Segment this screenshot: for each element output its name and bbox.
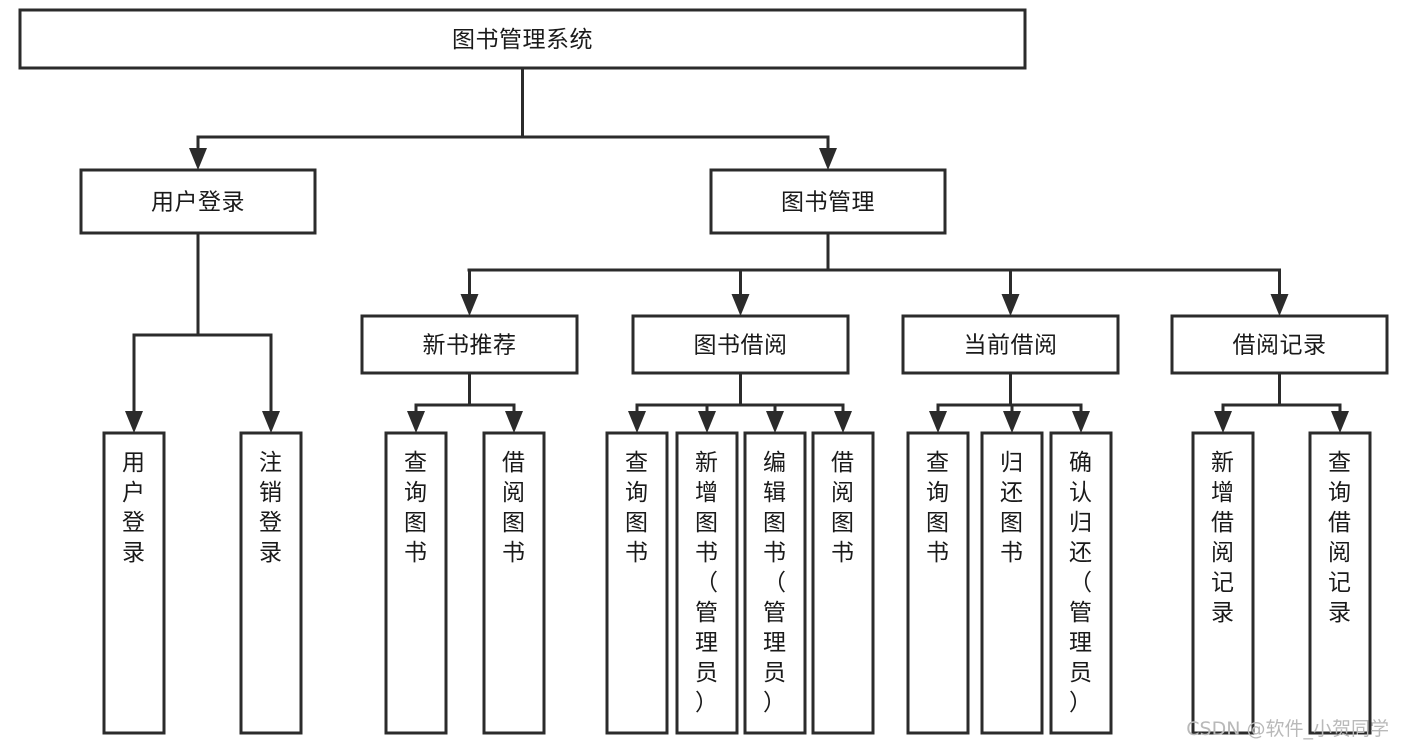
node-label-leaf-11: 确认归还（管理员） [1069, 450, 1093, 716]
node-leaf-7[interactable]: 编辑图书（管理员） [743, 431, 807, 735]
node-box-leaf-2[interactable] [239, 431, 303, 735]
watermark-text: CSDN @软件_小贺同学 [1186, 718, 1389, 740]
node-newbook[interactable]: 新书推荐 [360, 314, 579, 375]
edges-layer [125, 66, 1349, 433]
node-box-leaf-10[interactable] [980, 431, 1044, 735]
node-box-leaf-6[interactable] [675, 431, 739, 735]
node-label-leaf-4: 借阅图书 [502, 450, 526, 566]
arrowhead-icon [262, 411, 280, 433]
node-box-current[interactable] [901, 314, 1120, 375]
node-label-leaf-1: 用户登录 [122, 450, 146, 566]
node-label-leaf-5: 查询图书 [625, 450, 649, 566]
node-bookmgmt[interactable]: 图书管理 [709, 168, 947, 235]
arrowhead-icon [189, 148, 207, 170]
node-leaf-12[interactable]: 新增借阅记录 [1191, 431, 1255, 735]
node-label-records: 借阅记录 [1233, 333, 1327, 359]
node-leaf-9[interactable]: 查询图书 [906, 431, 970, 735]
node-box-leaf-7[interactable] [743, 431, 807, 735]
node-box-bookmgmt[interactable] [709, 168, 947, 235]
node-box-leaf-1[interactable] [102, 431, 166, 735]
node-leaf-2[interactable]: 注销登录 [239, 431, 303, 735]
node-box-leaf-5[interactable] [605, 431, 669, 735]
node-login[interactable]: 用户登录 [79, 168, 317, 235]
node-label-leaf-6: 新增图书（管理员） [695, 450, 719, 716]
arrowhead-icon [834, 411, 852, 433]
arrowhead-icon [1072, 411, 1090, 433]
arrowhead-icon [628, 411, 646, 433]
arrowhead-icon [1214, 411, 1232, 433]
node-box-leaf-12[interactable] [1191, 431, 1255, 735]
node-label-leaf-3: 查询图书 [404, 450, 428, 566]
arrowhead-icon [460, 294, 479, 316]
node-leaf-10[interactable]: 归还图书 [980, 431, 1044, 735]
arrowhead-icon [698, 411, 716, 433]
arrowhead-icon [929, 411, 947, 433]
arrowhead-icon [1003, 411, 1021, 433]
node-label-leaf-13: 查询借阅记录 [1328, 450, 1352, 626]
node-label-newbook: 新书推荐 [423, 333, 517, 359]
node-box-leaf-9[interactable] [906, 431, 970, 735]
node-leaf-1[interactable]: 用户登录 [102, 431, 166, 735]
node-box-leaf-3[interactable] [384, 431, 448, 735]
node-leaf-11[interactable]: 确认归还（管理员） [1049, 431, 1113, 735]
node-label-borrow: 图书借阅 [694, 333, 788, 359]
node-current[interactable]: 当前借阅 [901, 314, 1120, 375]
node-leaf-4[interactable]: 借阅图书 [482, 431, 546, 735]
node-label-bookmgmt: 图书管理 [781, 190, 875, 216]
arrowhead-icon [407, 411, 425, 433]
node-records[interactable]: 借阅记录 [1170, 314, 1389, 375]
node-label-login: 用户登录 [151, 190, 245, 216]
node-box-borrow[interactable] [631, 314, 850, 375]
arrowhead-icon [505, 411, 523, 433]
node-label-leaf-12: 新增借阅记录 [1211, 450, 1235, 626]
node-label-leaf-7: 编辑图书（管理员） [763, 450, 787, 716]
node-label-leaf-8: 借阅图书 [831, 450, 855, 566]
node-leaf-3[interactable]: 查询图书 [384, 431, 448, 735]
arrowhead-icon [731, 294, 750, 316]
arrowhead-icon [819, 148, 837, 170]
node-label-leaf-9: 查询图书 [926, 450, 950, 566]
node-box-root[interactable] [18, 8, 1027, 70]
node-box-newbook[interactable] [360, 314, 579, 375]
node-label-current: 当前借阅 [964, 333, 1058, 359]
node-box-login[interactable] [79, 168, 317, 235]
arrowhead-icon [1001, 294, 1020, 316]
node-leaf-8[interactable]: 借阅图书 [811, 431, 875, 735]
arrowhead-icon [1331, 411, 1349, 433]
node-box-leaf-4[interactable] [482, 431, 546, 735]
node-label-leaf-10: 归还图书 [1000, 450, 1024, 566]
node-root[interactable]: 图书管理系统 [18, 8, 1027, 70]
node-box-leaf-13[interactable] [1308, 431, 1372, 735]
node-borrow[interactable]: 图书借阅 [631, 314, 850, 375]
arrowhead-icon [125, 411, 143, 433]
nodes-layer: 图书管理系统用户登录图书管理新书推荐图书借阅当前借阅借阅记录用户登录注销登录查询… [18, 8, 1389, 735]
node-box-leaf-8[interactable] [811, 431, 875, 735]
arrowhead-icon [1270, 294, 1289, 316]
node-box-records[interactable] [1170, 314, 1389, 375]
node-label-leaf-2: 注销登录 [259, 450, 283, 566]
arrowhead-icon [766, 411, 784, 433]
node-leaf-13[interactable]: 查询借阅记录 [1308, 431, 1372, 735]
node-label-root: 图书管理系统 [452, 27, 593, 53]
node-leaf-6[interactable]: 新增图书（管理员） [675, 431, 739, 735]
node-leaf-5[interactable]: 查询图书 [605, 431, 669, 735]
node-box-leaf-11[interactable] [1049, 431, 1113, 735]
